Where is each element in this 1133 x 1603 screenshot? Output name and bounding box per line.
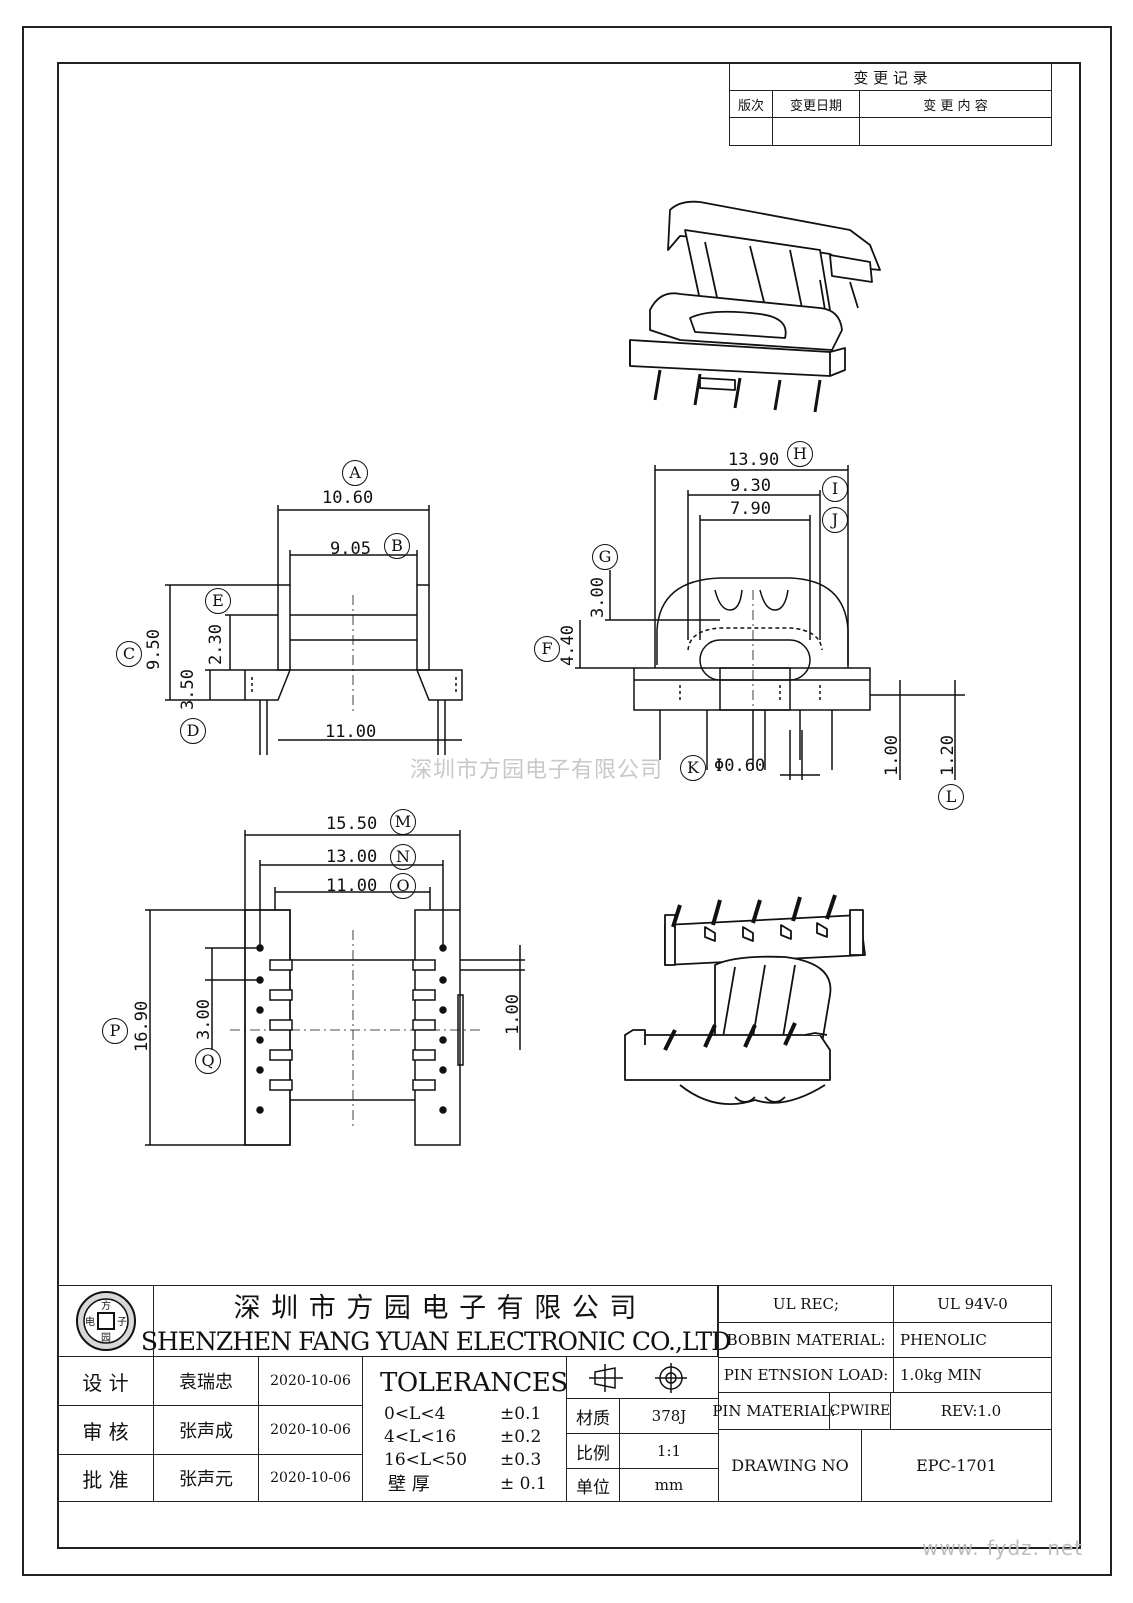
pin-load-value: 1.0kg MIN	[893, 1357, 1052, 1393]
watermark-company: 深圳市方园电子有限公司	[410, 758, 664, 783]
pin-material-value: CPWIRE	[829, 1392, 891, 1430]
bobbin-material-value: PHENOLIC	[893, 1322, 1052, 1358]
dim-value-g: 3.00	[588, 577, 608, 618]
dim-value-i: 9.30	[730, 476, 771, 496]
signoff-name-approve: 张声元	[153, 1454, 259, 1502]
logo-char-bottom: 园	[101, 1332, 111, 1344]
signoff-date-review: 2020-10-06	[258, 1405, 363, 1455]
dim-label-d: D	[180, 718, 206, 744]
dim-value-j: 7.90	[730, 499, 771, 519]
signoff-role-design: 设 计	[57, 1356, 154, 1406]
scale-value: 1:1	[619, 1433, 719, 1469]
company-name-cn: 深 圳 市 方 园 电 子 有 限 公 司	[233, 1293, 638, 1324]
isometric-view-top	[629, 200, 881, 413]
dim-label-f: F	[534, 636, 560, 662]
signoff-date-design: 2020-10-06	[258, 1356, 363, 1406]
revision-col-version: 版次	[729, 90, 773, 118]
dim-value-d: 3.50	[178, 669, 198, 710]
top-view-drawing	[145, 830, 525, 1146]
material-value: 378J	[619, 1398, 719, 1434]
tolerance-range-2: 4<L<16	[384, 1427, 457, 1447]
front-view-drawing	[165, 505, 463, 755]
dim-value-k: Φ0.60	[714, 756, 766, 776]
dim-value-p: 16.90	[132, 1000, 152, 1052]
dim-label-j: J	[822, 507, 848, 533]
dim-value-a: 10.60	[322, 488, 374, 508]
drawing-no-value: EPC-1701	[861, 1429, 1052, 1502]
company-logo: 方 电 子 园	[75, 1291, 136, 1351]
dim-value-c: 9.50	[144, 629, 164, 670]
bobbin-material-label: BOBBIN MATERIAL:	[718, 1322, 894, 1358]
ul-rec-label: UL REC;	[718, 1285, 894, 1323]
revision-row-content	[859, 117, 1052, 146]
projection-symbol-cell	[566, 1356, 719, 1399]
material-label: 材质	[566, 1398, 620, 1434]
signoff-role-approve: 批 准	[57, 1454, 154, 1502]
dim-label-i: I	[822, 476, 848, 502]
dim-label-m: M	[390, 809, 416, 835]
signoff-date-approve: 2020-10-06	[258, 1454, 363, 1502]
isometric-view-bottom	[624, 894, 866, 1106]
dim-value-o: 11.00	[326, 876, 378, 896]
revision-col-content: 变 更 内 容	[859, 90, 1052, 118]
company-name-en: SHENZHEN FANG YUAN ELECTRONIC CO.,LTD	[140, 1327, 731, 1356]
company-name-cell: 深 圳 市 方 园 电 子 有 限 公 司 SHENZHEN FANG YUAN…	[141, 1285, 731, 1357]
side-view-drawing	[575, 465, 965, 780]
pin-load-label: PIN ETNSION LOAD:	[718, 1357, 894, 1393]
dim-value-h: 13.90	[728, 450, 780, 470]
revision-number: REV:1.0	[890, 1392, 1052, 1430]
dim-label-n: N	[390, 844, 416, 870]
logo-char-top: 方	[101, 1299, 111, 1312]
dim-value-n: 13.00	[326, 847, 378, 867]
dim-value-q: 3.00	[194, 999, 214, 1040]
logo-cell: 方 电 子 园	[57, 1285, 154, 1357]
projection-symbol-icon	[588, 1362, 687, 1393]
dim-value-l: 1.20	[938, 735, 958, 776]
logo-char-right: 子	[117, 1316, 127, 1328]
revision-col-date: 变更日期	[772, 90, 860, 118]
revision-title: 变 更 记 录	[729, 63, 1052, 91]
tolerance-value-4: ± 0.1	[500, 1474, 547, 1494]
signoff-name-design: 袁瑞忠	[153, 1356, 259, 1406]
dim-value-e: 2.30	[206, 624, 226, 665]
outer-border	[22, 26, 1112, 1576]
revision-row-date	[772, 117, 860, 146]
dim-label-h: H	[787, 441, 813, 467]
tolerance-value-3: ±0.3	[500, 1450, 542, 1470]
dim-label-e: E	[205, 588, 231, 614]
logo-char-left: 电	[85, 1315, 95, 1328]
inner-border	[57, 62, 1081, 1549]
ul-rec-value: UL 94V-0	[893, 1285, 1052, 1323]
drawing-no-label: DRAWING NO	[718, 1429, 862, 1502]
dim-label-a: A	[342, 460, 368, 486]
dim-label-g: G	[592, 544, 618, 570]
signoff-role-review: 审 核	[57, 1405, 154, 1455]
tolerance-range-3: 16<L<50	[384, 1450, 468, 1470]
tolerance-value-1: ±0.1	[500, 1404, 542, 1424]
dim-label-k: K	[680, 755, 706, 781]
tolerance-range-4: 壁 厚	[388, 1474, 430, 1495]
dim-value-m: 15.50	[326, 814, 378, 834]
tolerances-title: TOLERANCES	[380, 1368, 568, 1398]
dim-value-right: 1.00	[503, 994, 523, 1035]
dim-value-bottom: 11.00	[325, 722, 377, 742]
unit-label: 单位	[566, 1468, 620, 1502]
scale-label: 比例	[566, 1433, 620, 1469]
unit-value: mm	[619, 1468, 719, 1502]
dim-label-q: Q	[195, 1048, 221, 1074]
dim-value-pin: 1.00	[882, 735, 902, 776]
dim-label-l: L	[938, 784, 964, 810]
tolerance-range-1: 0<L<4	[384, 1404, 446, 1424]
dim-label-o: O	[390, 873, 416, 899]
tolerance-value-2: ±0.2	[500, 1427, 542, 1447]
watermark-site: www. fydz. net	[922, 1536, 1084, 1560]
dim-label-c: C	[116, 641, 142, 667]
dim-value-b: 9.05	[330, 539, 371, 559]
pin-material-label: PIN MATERIAL:	[712, 1392, 836, 1430]
dim-label-b: B	[384, 533, 410, 559]
revision-row-version	[729, 117, 773, 146]
dim-label-p: P	[102, 1018, 128, 1044]
dim-value-f: 4.40	[558, 625, 578, 666]
signoff-name-review: 张声成	[153, 1405, 259, 1455]
